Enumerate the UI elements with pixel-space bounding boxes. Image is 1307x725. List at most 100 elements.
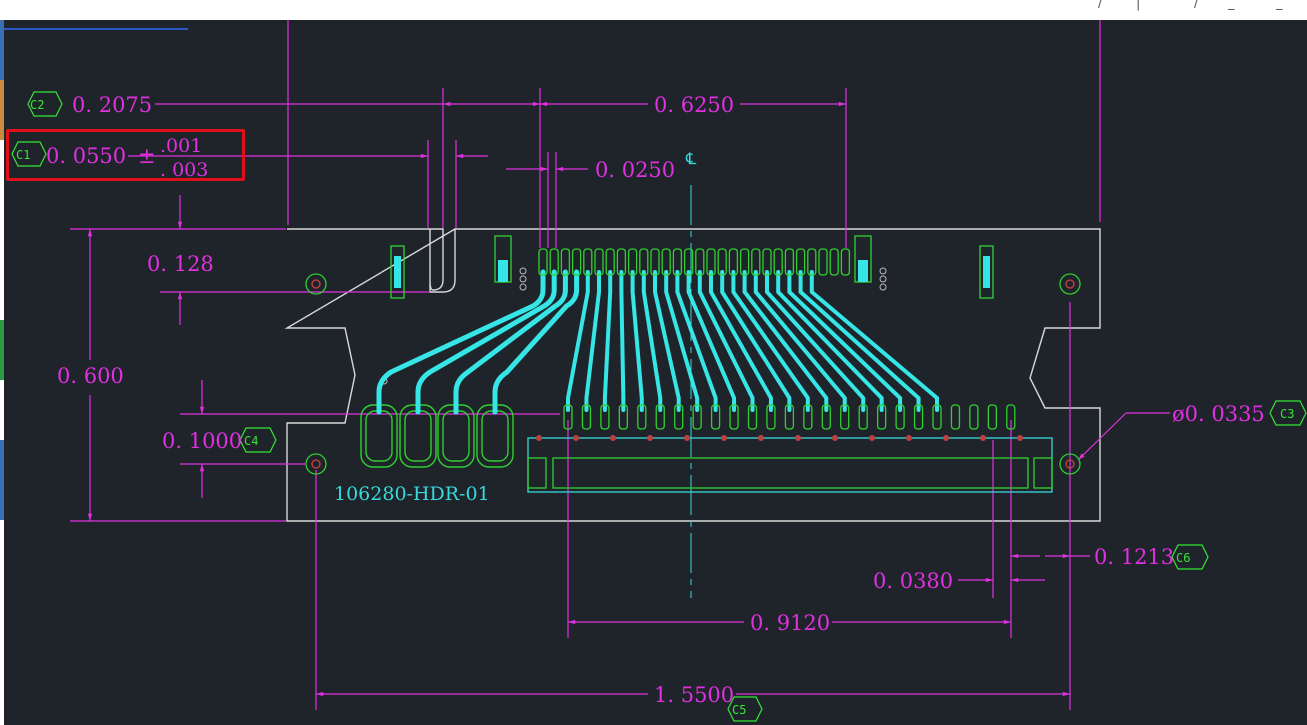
trace-to-finger [619,270,626,412]
bottom-pad [674,404,684,430]
top-pad [661,248,671,276]
bottom-pad [563,404,573,430]
connector-pin [721,435,727,441]
top-pad [650,248,660,276]
dimension-lines [70,20,1170,710]
mounting-holes [305,273,1081,475]
trace-to-finger [720,270,792,412]
window-control-1[interactable]: / [1098,0,1103,11]
trace-to-finger [798,270,921,412]
centerline-symbol: ℄ [685,149,697,168]
top-pad [560,248,571,276]
bottom-pad [618,404,628,430]
bottom-pad [710,404,721,430]
window-control-3[interactable]: / [1194,0,1199,11]
top-pad [616,248,627,276]
connector-pin [795,435,801,441]
bottom-pad [858,404,868,430]
top-pad [784,248,795,276]
bottom-pad [747,404,758,430]
top-pad [751,248,761,276]
bottom-pad [803,404,813,430]
dim-tolerance-sign: ± [138,144,156,168]
trace-to-finger [809,270,939,412]
callout-c4: C4 [244,434,258,448]
dim-1-5500[interactable]: 1. 5500 [654,683,734,707]
trace-to-finger [630,270,644,412]
bottom-pad [1006,404,1016,430]
dim-0-1213[interactable]: 0. 1213 [1094,545,1174,569]
top-pad [683,248,694,276]
connector-pin [906,435,912,441]
bottom-pad [729,404,739,430]
top-finger-pads [538,248,851,276]
top-pad [594,248,604,276]
trace-to-finger [742,270,829,412]
trace-to-finger [686,270,737,412]
bottom-pad [655,404,665,430]
bottom-pad [784,404,795,430]
trace-to-large-pad [415,269,557,415]
bottom-pad [932,404,942,430]
callout-c6: C6 [1176,551,1190,565]
trace-to-large-pad [376,269,546,415]
trace-to-finger [709,270,773,412]
trace-to-finger [584,270,601,412]
top-pad [773,248,783,276]
connector-pin [758,435,764,441]
top-pad [795,248,806,276]
header-connector [527,437,1053,493]
trace-to-finger [787,270,903,412]
dim-0-128[interactable]: 0. 128 [147,252,214,276]
bottom-pad [987,404,997,430]
trace-to-finger [653,270,681,412]
bottom-pad [766,404,776,430]
dim-diameter-0-0335[interactable]: ø0. 0335 [1172,402,1265,426]
maximize-button[interactable]: _ [1276,0,1283,11]
top-toolbar: / | / _ _ [0,0,1307,30]
connector-pins [536,435,1023,441]
top-pad [605,248,615,276]
dim-0-6250[interactable]: 0. 6250 [654,93,734,117]
callout-c1: C1 [16,148,30,162]
top-pad [672,248,683,276]
top-pad [739,248,750,276]
dim-0-2075[interactable]: 0. 2075 [72,93,152,117]
top-pad [840,248,851,276]
bottom-pad [895,404,905,430]
dim-0-9120[interactable]: 0. 9120 [750,611,830,635]
dim-0-600[interactable]: 0. 600 [57,364,124,388]
dim-0-0380[interactable]: 0. 0380 [873,569,953,593]
minimize-button[interactable]: _ [1228,0,1235,11]
top-pad [627,248,638,276]
top-pad [829,248,839,276]
bottom-pad [969,404,979,430]
trace-to-finger [641,270,663,412]
dim-0-0550[interactable]: 0. 0550 [46,144,126,168]
window-control-2[interactable]: | [1136,0,1141,11]
top-pad [695,248,705,276]
top-pad [728,248,739,276]
connector-pin [647,435,653,441]
trace-to-finger [566,270,590,412]
bottom-pad [877,404,887,430]
top-pad [583,248,593,276]
dim-tolerance-upper: .001 [160,135,202,157]
trace-to-finger [664,270,700,412]
dim-0-0250[interactable]: 0. 0250 [595,158,675,182]
copper-traces [376,269,939,415]
document-link[interactable] [4,2,188,30]
top-pad [807,248,817,276]
callout-c3: C3 [1280,407,1294,421]
trace-to-finger [765,270,866,412]
top-pad [818,248,828,276]
trace-to-finger [753,270,847,412]
top-pad [571,248,582,276]
dim-0-1000[interactable]: 0. 1000 [162,429,242,453]
board-outline [284,228,1101,522]
dim-tolerance-lower: . 003 [160,159,208,181]
slot-pads [380,235,994,385]
connector-pin [573,435,579,441]
trace-to-finger [731,270,810,412]
